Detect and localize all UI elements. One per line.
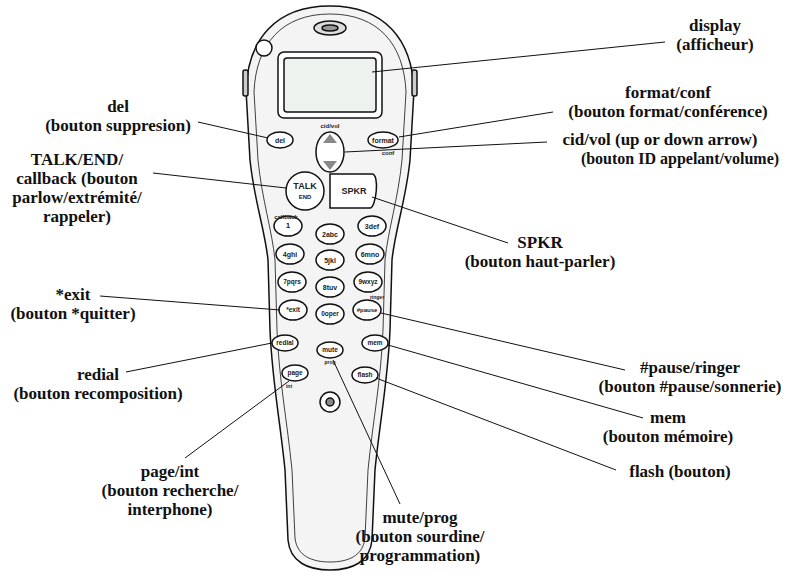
key-label: 0oper <box>321 311 339 318</box>
key-label: cid/vol <box>320 123 339 129</box>
phone-part <box>126 343 272 372</box>
phone-part <box>278 272 306 292</box>
key-label: SPKR <box>341 187 366 196</box>
key-label: redial <box>276 340 293 347</box>
phone-part <box>320 392 340 412</box>
phone-part <box>256 40 272 56</box>
key-label: ringer <box>370 295 384 300</box>
phone-part <box>353 300 381 320</box>
key-label: del <box>275 137 285 144</box>
phone-part <box>354 272 382 292</box>
callout-label: del <box>18 97 218 116</box>
key-label: callback <box>274 214 298 220</box>
callout-label: (bouton haut-parler) <box>440 252 640 271</box>
key-label: 2abc <box>322 231 338 238</box>
phone-part <box>356 244 384 264</box>
key-label: 3def <box>365 223 379 230</box>
phone-part <box>278 52 382 118</box>
phone-part <box>322 25 338 31</box>
callout-label: mem <box>578 408 758 427</box>
callout-label: TALK/END/ callback (bouton parlow/extrém… <box>4 150 150 226</box>
phone-part <box>376 378 616 470</box>
phone-part <box>326 398 334 406</box>
phone-part <box>267 132 293 148</box>
phone-part <box>399 112 553 137</box>
callout-label: redial <box>3 365 193 384</box>
phone-part <box>316 277 344 297</box>
key-label: 7pqrs <box>283 279 301 286</box>
key-label: *exit <box>286 307 300 314</box>
phone-part <box>254 14 406 562</box>
phone-part <box>284 58 376 112</box>
callout-label: mute/prog <box>330 508 510 527</box>
callout-label: (bouton *quitter) <box>3 304 143 323</box>
key-label: flash <box>357 372 372 379</box>
phone-part <box>372 197 508 243</box>
key-label: 9wxyz <box>358 279 377 286</box>
callout-label: (afficheur) <box>655 35 775 54</box>
phone-part <box>316 224 344 244</box>
callout-label: (bouton suppresion) <box>18 116 218 135</box>
phone-part <box>198 122 268 138</box>
phone-part <box>246 6 414 570</box>
phone-part <box>323 134 337 170</box>
phone-part <box>372 42 665 72</box>
key-label: conf <box>382 150 395 156</box>
key-label: TALK <box>293 182 316 191</box>
callout-label: (bouton #pause/sonnerie) <box>585 377 795 396</box>
callout-label: *exit <box>3 285 143 304</box>
phone-part <box>282 365 308 381</box>
phone-part <box>316 132 344 172</box>
phone-part <box>185 381 289 458</box>
key-label: END <box>299 194 312 200</box>
key-label: mute <box>322 347 338 354</box>
key-label: mem <box>367 340 382 347</box>
key-label: 6mno <box>361 251 380 258</box>
phone-part <box>243 70 248 96</box>
callout-label: (bouton recherche/ interphone) <box>88 481 253 519</box>
phone-part <box>153 173 286 188</box>
key-label: 1 <box>286 222 290 230</box>
callout-label: (bouton sourdine/ programmation) <box>338 527 503 565</box>
phone-part <box>316 304 344 324</box>
phone-part <box>352 367 378 383</box>
handset <box>243 6 417 570</box>
key-label: int <box>286 384 292 389</box>
phone-part <box>279 300 307 320</box>
phone-part <box>362 335 388 351</box>
callout-label: page/int <box>80 462 260 481</box>
key-label: 8tuv <box>323 284 337 291</box>
callout-label: format/conf <box>543 83 793 102</box>
phone-part <box>412 70 417 96</box>
phone-part <box>333 360 400 504</box>
callout-label: #pause/ringer <box>590 358 790 377</box>
phone-part <box>316 250 344 270</box>
phone-part <box>272 335 298 351</box>
callout-label: flash (bouton) <box>595 462 765 481</box>
key-label: 4ghi <box>283 251 297 258</box>
key-label: prog <box>324 360 335 365</box>
key-label: 5jkl <box>324 257 336 264</box>
phone-part <box>314 21 346 35</box>
phone-part <box>381 313 625 370</box>
phone-part <box>345 142 547 152</box>
callout-label: cid/vol (up or down arrow) <box>535 130 785 149</box>
key-label: format <box>372 137 394 144</box>
callout-label: (bouton mémoire) <box>578 427 758 446</box>
callout-label: (bouton format/conférence) <box>543 102 793 121</box>
phone-part <box>330 174 376 208</box>
callout-label: display <box>655 16 775 35</box>
phone-part <box>317 342 343 358</box>
phone-part <box>276 244 304 264</box>
callout-label: (bouton recomposition) <box>3 384 193 403</box>
callout-label: (bouton ID appelant/volume) <box>565 149 795 168</box>
phone-part <box>368 132 398 148</box>
phone-part <box>358 216 386 236</box>
phone-part <box>274 216 386 324</box>
phone-part <box>286 172 324 210</box>
key-label: #pause <box>357 307 378 313</box>
callout-label: SPKR <box>440 233 640 252</box>
key-label: page <box>287 370 302 377</box>
